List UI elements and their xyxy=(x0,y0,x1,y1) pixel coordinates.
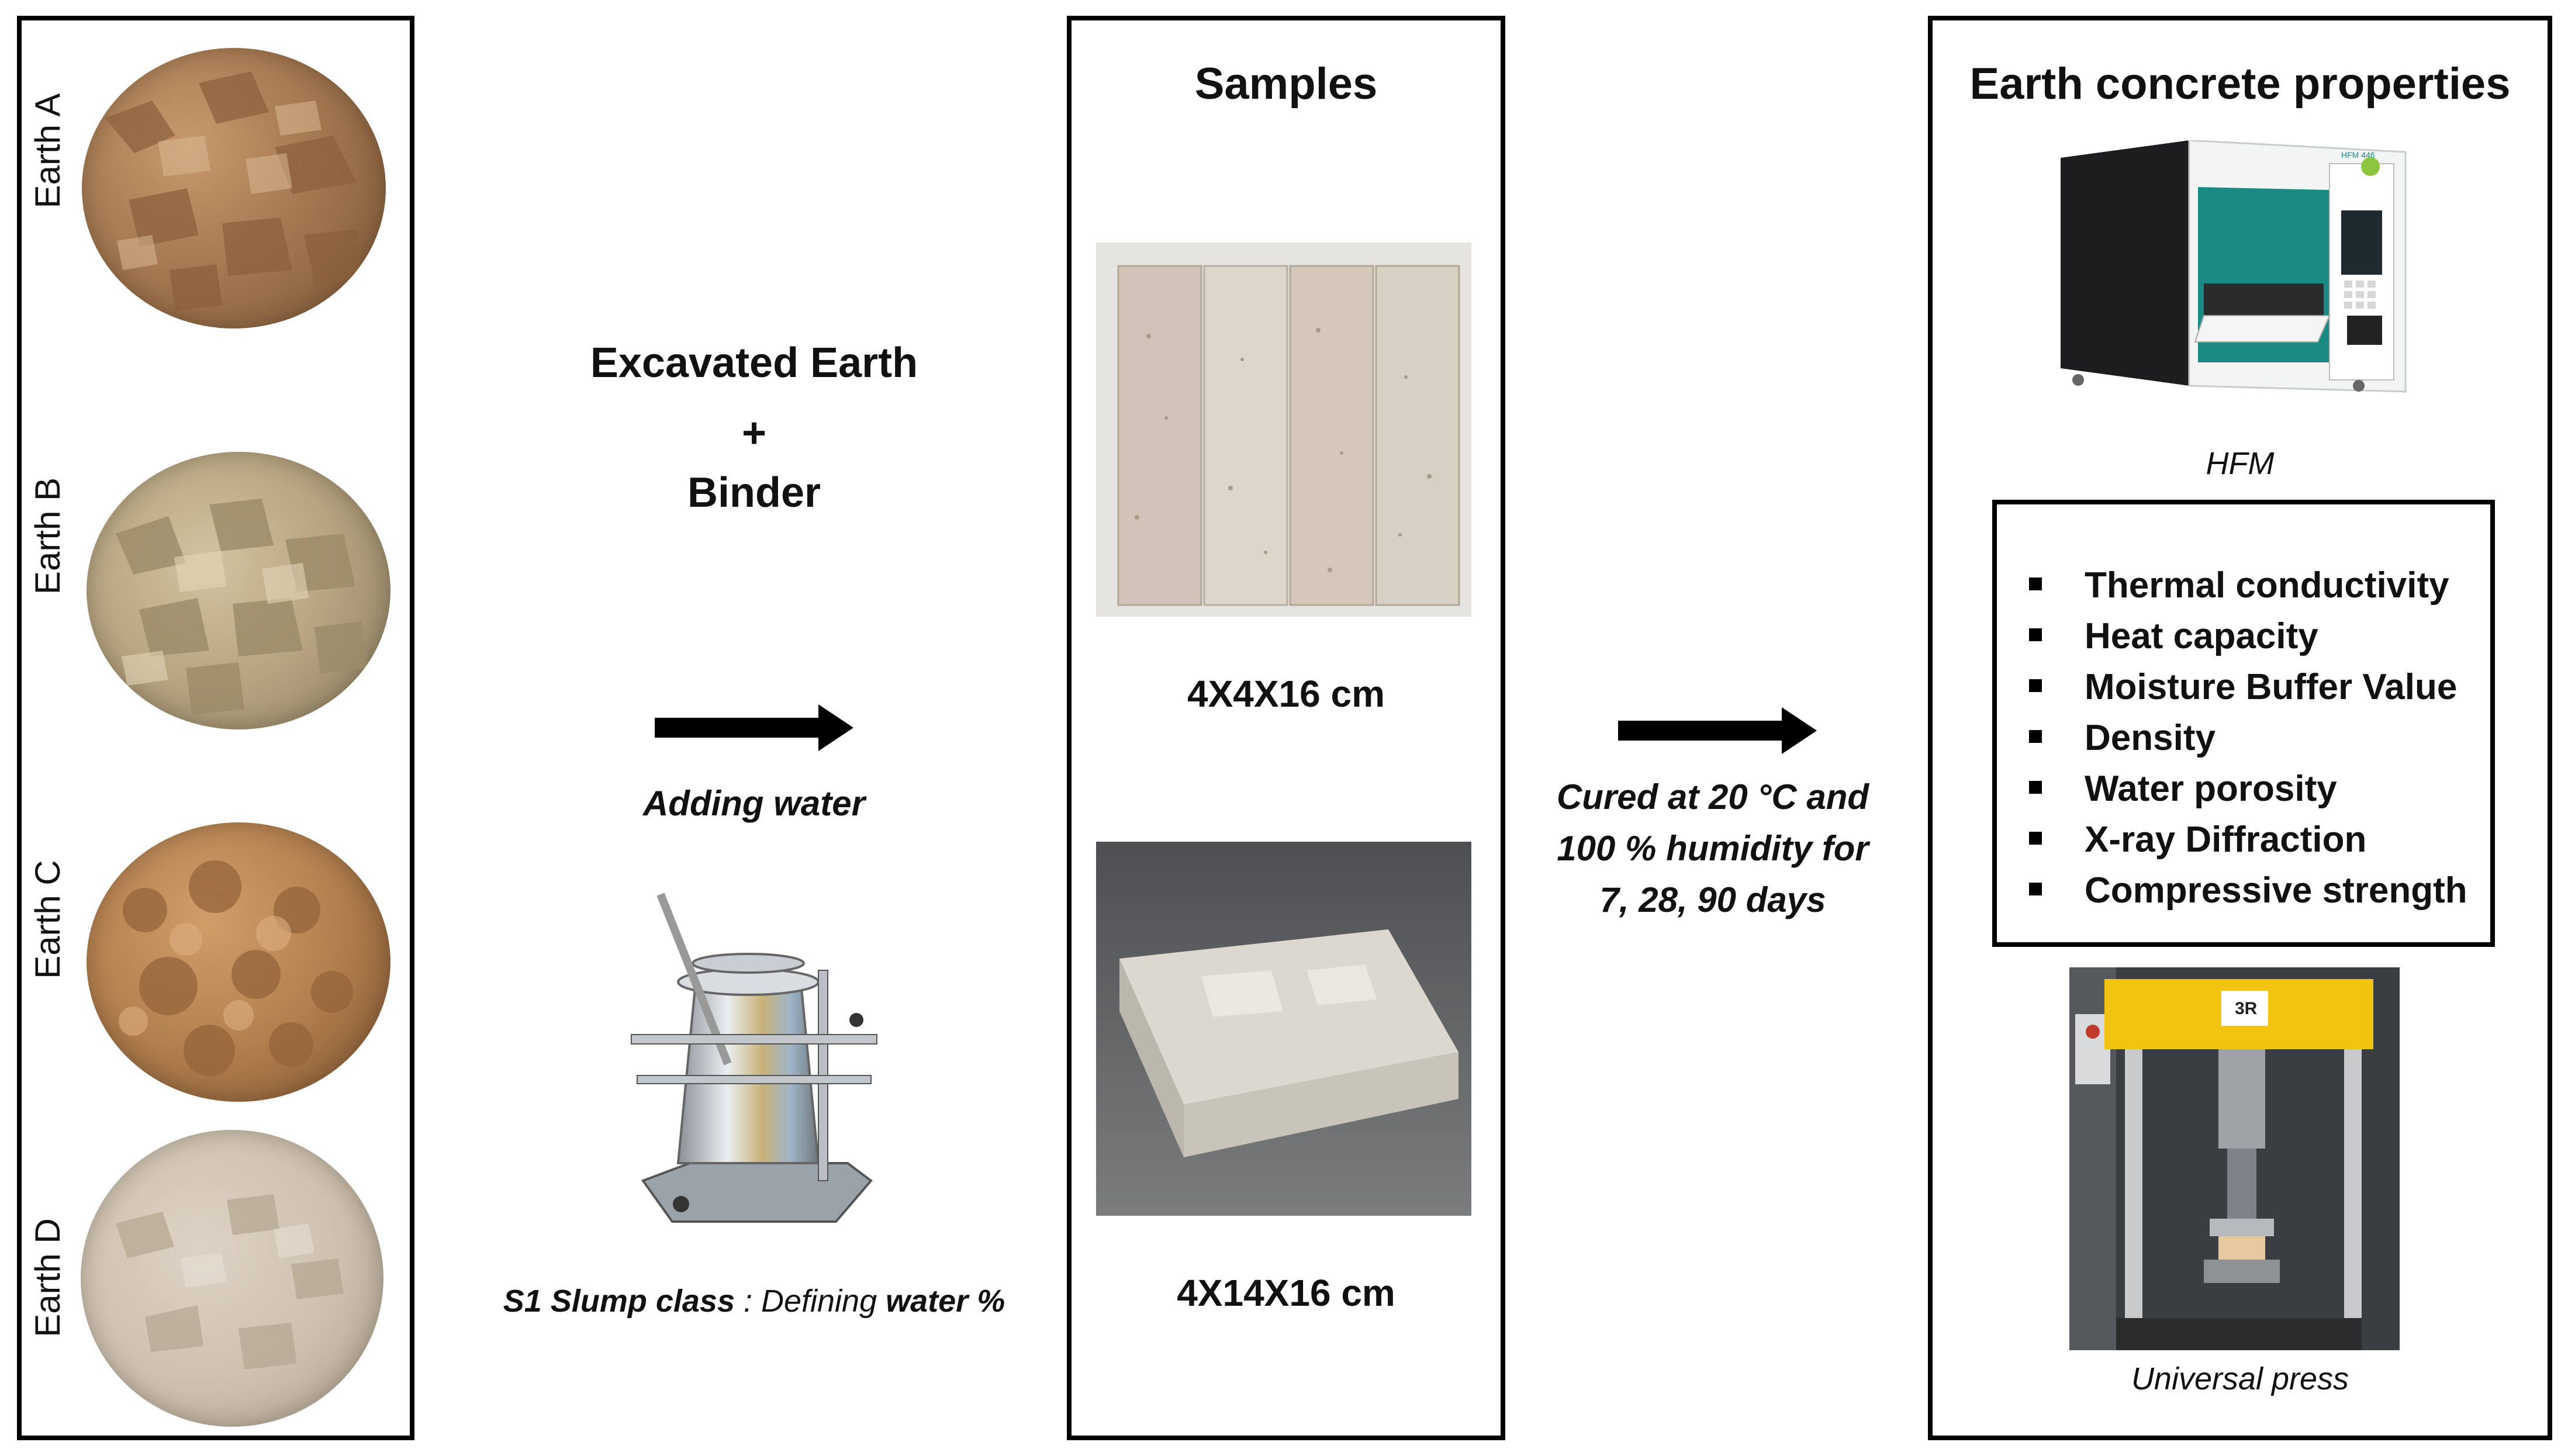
sample-size-2: 4X14X16 cm xyxy=(1177,1272,1395,1314)
slump-cone-icon xyxy=(631,893,877,1223)
bullet-icon xyxy=(2029,577,2042,590)
sample-size-1: 4X4X16 cm xyxy=(1187,673,1385,715)
property-item: Water porosity xyxy=(1997,763,2490,814)
mixing-arrow-icon xyxy=(655,704,853,751)
property-label: Heat capacity xyxy=(2085,616,2318,656)
property-item: Thermal conductivity xyxy=(1997,560,2490,611)
slump-mid-label: : Defining xyxy=(734,1284,886,1319)
bullet-icon xyxy=(2029,730,2042,743)
property-item: Heat capacity xyxy=(1997,611,2490,662)
universal-press-image: 3R xyxy=(2069,967,2400,1350)
sample-prisms-image xyxy=(1096,243,1471,617)
property-item: X-ray Diffraction xyxy=(1997,814,2490,865)
hfm-machine-icon: HFM 446 xyxy=(2061,140,2407,393)
samples-title: Samples xyxy=(1194,59,1378,109)
earth-b-image xyxy=(87,452,390,729)
curing-arrow-icon xyxy=(1618,707,1817,754)
earth-d-image xyxy=(81,1130,383,1427)
slump-class-label: S1 Slump class xyxy=(503,1284,735,1319)
property-item: Compressive strength xyxy=(1997,865,2490,916)
slump-caption: S1 Slump class : Defining water % xyxy=(456,1283,1052,1319)
earth-c-label: Earth C xyxy=(27,860,67,979)
bullet-icon xyxy=(2029,832,2042,845)
earth-a-image xyxy=(82,48,386,328)
sample-slab-image xyxy=(1096,842,1471,1216)
mix-plus: + xyxy=(741,410,767,456)
property-label: Density xyxy=(2085,718,2216,758)
property-label: Water porosity xyxy=(2085,769,2337,809)
properties-title: Earth concrete properties xyxy=(1969,59,2511,109)
earth-c-image xyxy=(87,822,390,1102)
curing-line-3: 7, 28, 90 days xyxy=(1599,880,1826,919)
bullet-icon xyxy=(2029,883,2042,895)
properties-list: Thermal conductivity Heat capacity Moist… xyxy=(1997,560,2490,916)
bullet-icon xyxy=(2029,679,2042,692)
property-label: Compressive strength xyxy=(2085,870,2467,911)
property-item: Moisture Buffer Value xyxy=(1997,662,2490,713)
bullet-icon xyxy=(2029,781,2042,794)
press-caption: Universal press xyxy=(2131,1361,2349,1396)
properties-list-box: Thermal conductivity Heat capacity Moist… xyxy=(1992,500,2495,947)
curing-line-1: Cured at 20 °C and xyxy=(1556,777,1869,817)
hfm-caption: HFM xyxy=(2206,446,2275,481)
property-label: Moisture Buffer Value xyxy=(2085,667,2458,707)
bullet-icon xyxy=(2029,628,2042,641)
slump-water-label: water % xyxy=(886,1284,1005,1319)
mix-line-2: Binder xyxy=(687,469,821,516)
samples-box xyxy=(1067,16,1505,1440)
earth-a-label: Earth A xyxy=(27,93,67,209)
adding-water-caption: Adding water xyxy=(642,784,865,823)
property-label: Thermal conductivity xyxy=(2085,565,2449,606)
mix-line-1: Excavated Earth xyxy=(590,340,918,386)
property-label: X-ray Diffraction xyxy=(2085,819,2367,860)
property-item: Density xyxy=(1997,713,2490,763)
earth-b-label: Earth B xyxy=(27,477,67,595)
hfm-brand-label: HFM 446 xyxy=(2341,150,2375,160)
curing-caption: Cured at 20 °C and 100 % humidity for 7,… xyxy=(1520,772,1906,926)
curing-line-2: 100 % humidity for xyxy=(1557,829,1869,868)
press-logo-label: 3R xyxy=(2235,999,2258,1018)
earth-d-label: Earth D xyxy=(27,1218,67,1337)
